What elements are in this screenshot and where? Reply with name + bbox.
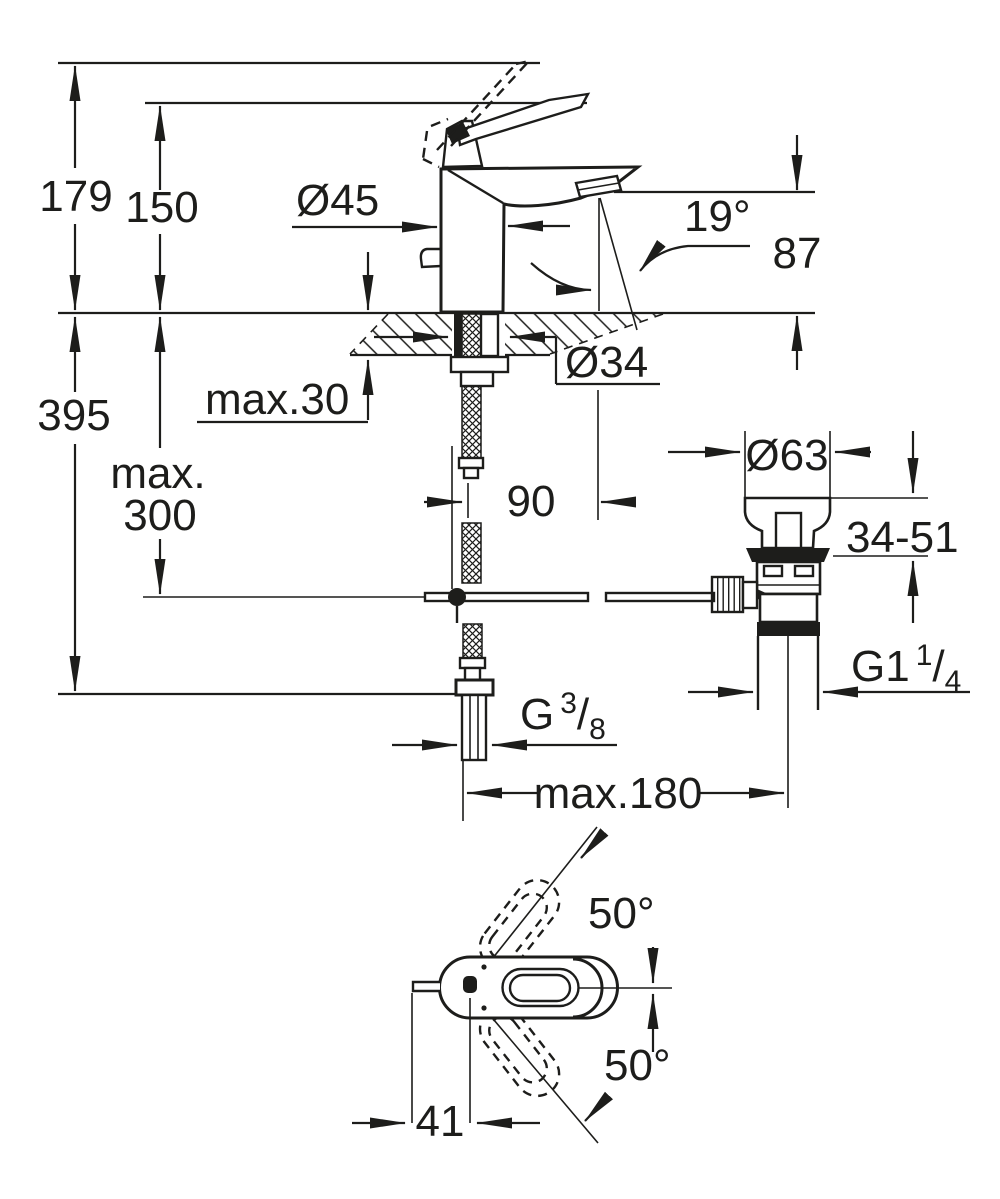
- dim-max30-label: max.30: [205, 375, 349, 424]
- dim-34-label: Ø34: [565, 338, 648, 387]
- dimension-rod-drop: max. 300: [110, 316, 206, 595]
- pull-rod-knob: [419, 247, 442, 269]
- waste-dome-washer: [746, 548, 830, 562]
- pop-up-waste-valve: [710, 496, 832, 808]
- dimension-waste-flange-diameter: Ø63: [668, 431, 871, 497]
- handle-slot-outer: [501, 967, 580, 1008]
- supply-hose-braid-mid: [461, 522, 482, 584]
- dimension-rod-reach: max.180: [462, 761, 785, 821]
- dim-max300-label-line1: max.: [110, 449, 205, 498]
- handle-slot-inner: [508, 973, 572, 1003]
- dimension-mounting-range: 34-51: [830, 431, 959, 623]
- dimension-body-diameter: Ø45: [292, 176, 570, 233]
- dim-max300-label-line2: 300: [123, 491, 196, 540]
- dim-19deg-label: 19°: [684, 192, 751, 241]
- dim-179-label: 179: [39, 172, 112, 221]
- dimension-swing-lower: 50°: [584, 993, 671, 1122]
- reference-lines: [58, 61, 815, 696]
- shank-wall: [454, 314, 462, 358]
- hose-fitting-a: [457, 456, 485, 470]
- dimension-swing-upper: 50°: [580, 828, 659, 984]
- rod-coupling-knurl: [710, 575, 745, 614]
- dimension-deck-thickness: max.30: [197, 252, 374, 424]
- pop-up-rod-right: [604, 591, 716, 603]
- dimension-handle-offset: 41: [352, 993, 540, 1146]
- dim-63-label: Ø63: [745, 431, 828, 480]
- dimension-spout-height: 87: [773, 135, 822, 370]
- handle-raised-dashed: [421, 59, 530, 169]
- mounting-washer: [449, 355, 510, 374]
- hose-end-fitting: [458, 656, 487, 670]
- rod-coupling-block: [741, 580, 759, 610]
- dim-3451-label: 34-51: [846, 513, 959, 562]
- dim-41-label: 41: [416, 1097, 465, 1146]
- dim-90-label: 90: [507, 477, 556, 526]
- dimension-overall-height: 179: [39, 65, 113, 311]
- hose-fitting-b: [462, 466, 480, 480]
- body-spout-join: [447, 168, 504, 205]
- handle-lever: [456, 92, 591, 147]
- hose-end-nipple: [463, 666, 482, 682]
- counter-section: [349, 313, 664, 357]
- dim-395-label: 395: [37, 391, 110, 440]
- pull-knob-top: [411, 980, 440, 993]
- top-view: [411, 826, 672, 1144]
- dim-150-label: 150: [125, 183, 198, 232]
- counter-hatch-left: [350, 314, 452, 355]
- counter-hatch-right: [505, 314, 663, 355]
- swing-arc: [530, 262, 592, 296]
- pop-up-rod-left: [423, 591, 590, 603]
- supply-hose-braid-lower: [462, 623, 483, 659]
- angle-leader: [639, 239, 750, 272]
- waste-body-band: [757, 622, 820, 636]
- dim-45-label: Ø45: [296, 176, 379, 225]
- waste-lower-body: [758, 592, 819, 624]
- compression-nut: [454, 678, 495, 697]
- dimension-below-deck-height: 395: [37, 316, 111, 692]
- body-top-outline: [438, 955, 619, 1020]
- rod-ball-joint: [448, 588, 466, 606]
- dim-87-label: 87: [773, 229, 822, 278]
- dim-50-lower-label: 50°: [604, 1041, 671, 1090]
- faucet-side-view: [419, 59, 643, 331]
- dimension-spout-projection: 90: [424, 390, 636, 526]
- handle-pivot: [446, 122, 470, 144]
- dimension-spray-angle: 19°: [530, 192, 751, 296]
- shank-tube: [479, 312, 500, 358]
- shank-and-hoses: [423, 312, 716, 762]
- stream-angled: [599, 197, 638, 331]
- dim-max180-label: max.180: [534, 769, 703, 818]
- dimension-handle-height: 150: [125, 105, 199, 311]
- supply-tube: [460, 693, 488, 762]
- mounting-nut: [459, 370, 495, 388]
- rod-hole: [463, 976, 477, 993]
- dim-50-upper-label: 50°: [588, 889, 655, 938]
- break-edge-right: [549, 313, 664, 355]
- waste-center-knob: [774, 511, 803, 550]
- handle-swing-upper-dashed: [478, 878, 561, 971]
